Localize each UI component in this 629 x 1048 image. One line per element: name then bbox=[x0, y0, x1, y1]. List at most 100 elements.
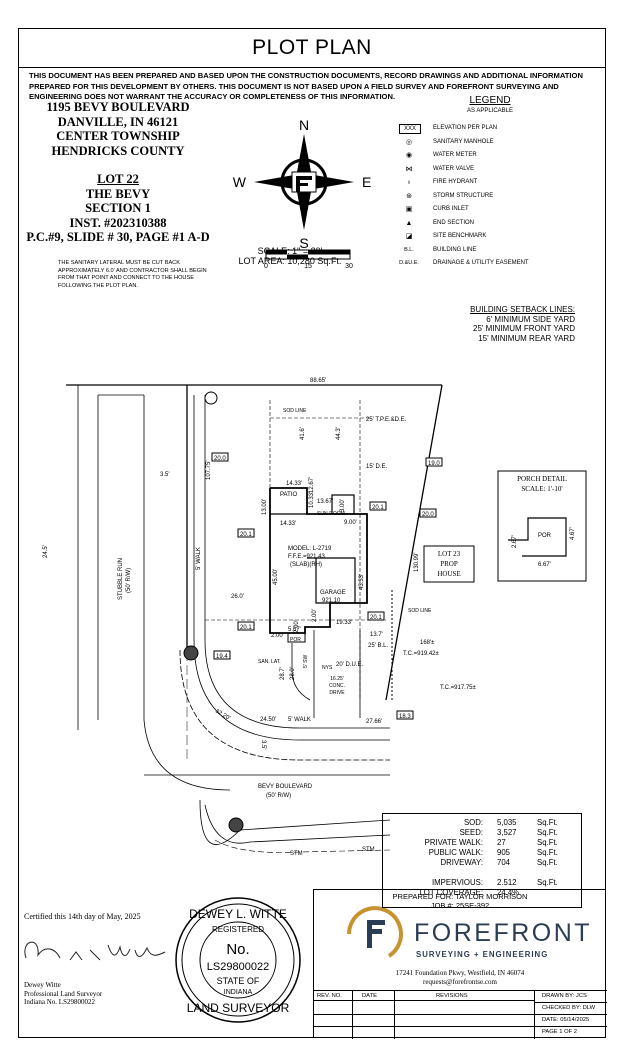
porch-detail: PORCH DETAIL SCALE: 1'-10' POR 2.67' 4.6… bbox=[497, 470, 587, 582]
legend-item: ⋈WATER VALVE bbox=[395, 163, 575, 177]
dim-label: SAN. LAT. bbox=[258, 659, 281, 665]
legend-item: ◎SANITARY MANHOLE bbox=[395, 136, 575, 150]
area-label: DRIVEWAY: bbox=[440, 858, 483, 867]
signer-title: Professional Land Surveyor bbox=[24, 989, 103, 998]
dim-label: CONC. bbox=[329, 683, 345, 689]
dim-label: 27.66' bbox=[366, 719, 382, 725]
house-footprint bbox=[269, 487, 368, 643]
dim-label: 25' T.P.E.&D.E. bbox=[366, 417, 407, 423]
drawn-by: DRAWN BY: JCS bbox=[542, 993, 587, 999]
dim-label: 19.33' bbox=[336, 620, 352, 626]
dim-label: 168'± bbox=[420, 640, 435, 646]
area-unit: Sq.Ft. bbox=[537, 828, 558, 837]
storm-structure-icon bbox=[228, 817, 244, 833]
seal-number: LS29800022 bbox=[207, 961, 269, 973]
plan-labels: 88.65' SOD LINE 25' T.P.E.&D.E. 41.6' 44… bbox=[43, 378, 477, 857]
dim-label: MODEL: L-2719 bbox=[288, 546, 332, 552]
legend-item: ▣ CURB INLET bbox=[395, 203, 575, 217]
certification-date: Certified this 14th day of May, 2025 bbox=[24, 912, 141, 921]
lot23-box bbox=[423, 545, 475, 583]
area-label: SOD: bbox=[463, 818, 483, 827]
drawing-date: DATE: 05/14/2025 bbox=[542, 1017, 590, 1023]
page-title: PLOT PLAN bbox=[19, 29, 605, 68]
seal-indiana: INDIANA bbox=[224, 989, 253, 996]
legend-label: CURB INLET bbox=[433, 206, 469, 212]
seal-state: STATE OF bbox=[217, 976, 260, 986]
area-label: PUBLIC WALK: bbox=[428, 848, 483, 857]
job-number: JOB #: 25SE-392 bbox=[430, 901, 490, 910]
signer-license: Indiana No. LS29800022 bbox=[24, 998, 95, 1006]
legend-item: B.L.BUILDING LINE bbox=[395, 244, 575, 258]
subdivision: THE BEVY bbox=[85, 186, 151, 201]
area-label: SEED: bbox=[459, 828, 483, 837]
area-value: 24.4% bbox=[497, 888, 520, 897]
signer-block: Dewey Witte Professional Land Surveyor I… bbox=[24, 981, 102, 1007]
dim-label: 5.67' bbox=[288, 627, 301, 633]
legend-item: ◪ SITE BENCHMARK bbox=[395, 230, 575, 244]
legend-label: ELEVATION PER PLAN bbox=[433, 125, 498, 131]
page-number: PAGE 1 OF 2 bbox=[542, 1029, 578, 1035]
fire-hydrant-icon: ♁ bbox=[406, 179, 412, 186]
dim-label: NYS bbox=[322, 665, 333, 671]
setback-lines: BUILDING SETBACK LINES: 6' MINIMUM SIDE … bbox=[395, 305, 575, 343]
scale-tick: 15 bbox=[304, 263, 312, 270]
company-tagline: SURVEYING + ENGINEERING bbox=[416, 950, 549, 959]
setback-line: 15' MINIMUM REAR YARD bbox=[478, 333, 575, 343]
dim-label: 28.0' bbox=[290, 667, 296, 680]
curb-inlet-icon: ▣ bbox=[405, 206, 413, 213]
rev-no-header: REV. NO. bbox=[317, 993, 342, 999]
dim-label: BEVY BOULEVARD bbox=[258, 784, 313, 790]
dim-label: SUN-ROOM bbox=[317, 511, 345, 517]
area-label: PRIVATE WALK: bbox=[424, 838, 483, 847]
area-label: IMPERVIOUS: bbox=[432, 878, 483, 887]
area-row bbox=[389, 868, 575, 878]
company-street: 17241 Foundation Pkwy, Westfield, IN 460… bbox=[395, 969, 525, 977]
dim-label: F.F.E.=921.43 bbox=[288, 554, 326, 560]
end-section-icon: ▲ bbox=[405, 219, 413, 227]
property-address: 1195 BEVY BOULEVARD DANVILLE, IN 46121 C… bbox=[18, 100, 218, 158]
legend-subtitle: AS APPLICABLE bbox=[466, 108, 514, 114]
dim-label: 43.33' bbox=[359, 574, 365, 590]
dim-label: 2.00' bbox=[294, 620, 300, 633]
site-benchmark-icon: ◪ bbox=[405, 233, 413, 240]
dim-label: 14.33' bbox=[280, 521, 296, 527]
dim-label: 13.7' bbox=[370, 632, 383, 638]
drainage-easement-icon: D.&U.E. bbox=[399, 260, 419, 266]
dim-label: SOD LINE bbox=[283, 408, 307, 414]
seal-name: DEWEY L. WITTE bbox=[189, 907, 287, 921]
dim-label: 2.00' bbox=[312, 609, 318, 622]
disclaimer: THIS DOCUMENT HAS BEEN PREPARED AND BASE… bbox=[29, 71, 583, 101]
legend-label: SITE BENCHMARK bbox=[433, 233, 487, 239]
elevation-tag: 20.1 bbox=[372, 505, 384, 511]
setback-line: 25' MINIMUM FRONT YARD bbox=[473, 324, 575, 333]
elevation-tags: 20.0 19.0 20.0 20.1 20.1 20.1 20.1 19.4 … bbox=[211, 452, 443, 720]
dim-label: HOUSE bbox=[437, 570, 460, 578]
porch-scale: SCALE: 1'-10' bbox=[521, 485, 562, 493]
dim-label: 28.7' bbox=[280, 667, 286, 680]
seal-registered: REGISTERED bbox=[212, 925, 264, 934]
legend-item: ⊛STORM STRUCTURE bbox=[395, 190, 575, 204]
company-address: 17241 Foundation Pkwy, Westfield, IN 460… bbox=[314, 969, 606, 986]
dim-label: 921.10 bbox=[322, 598, 341, 604]
dim-label: PROP bbox=[440, 560, 458, 568]
area-value: 5,035 bbox=[497, 818, 517, 827]
lot-number: LOT 22 bbox=[97, 172, 139, 186]
address-line: CENTER TOWNSHIP bbox=[56, 129, 180, 143]
dim-label: 24.5' bbox=[43, 545, 49, 558]
lot-area: LOT AREA: 10,280 Sq.Ft. bbox=[238, 256, 342, 266]
sanitary-manhole-icon: ◎ bbox=[405, 138, 413, 146]
dim-label: (50' R/W) bbox=[126, 568, 132, 593]
dim-label: 24.50' bbox=[260, 717, 276, 723]
forefront-logo-icon bbox=[347, 906, 403, 958]
dim-label: 25' B.L. bbox=[368, 643, 388, 649]
area-unit: Sq.Ft. bbox=[537, 818, 558, 827]
legend-label: STORM STRUCTURE bbox=[433, 192, 494, 199]
area-value: 2.512 bbox=[497, 878, 517, 887]
elevation-tag: 20.1 bbox=[240, 625, 252, 631]
elevation-tag: 20.0 bbox=[422, 512, 434, 518]
scale-tick: 0 bbox=[264, 263, 268, 270]
checked-by: CHECKED BY: DLW bbox=[542, 1005, 596, 1011]
